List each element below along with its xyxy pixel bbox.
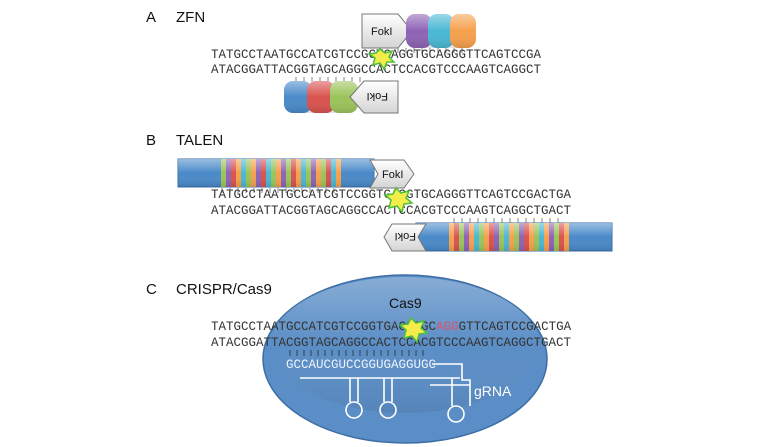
fokI-label-bottom: FokI	[367, 90, 388, 102]
talen-bottom-strand: ATACGGATTACGGTAGCAGGCCACTCCACGTCCCAAGTCA…	[211, 204, 572, 218]
guide-base-pairing	[289, 350, 424, 356]
panel-a-letter: A	[146, 9, 156, 26]
talen-top-contacts	[221, 188, 335, 193]
panel-c-letter: C	[146, 281, 157, 298]
grna-label: gRNA	[474, 383, 512, 399]
crispr-top-strand: TATGCCTAATGCCATCGTCCGGTGAGGTGCAGGGTTCAGT…	[211, 320, 572, 334]
cas9-cut-site	[398, 316, 429, 344]
fokI-domain-top	[361, 13, 413, 49]
fokI-label-top: FokI	[371, 26, 392, 38]
crispr-top-strand-post: GTTCAGTCCGACTGA	[459, 320, 572, 334]
grna-hairpin-loops	[345, 401, 465, 423]
cas9-label: Cas9	[389, 295, 422, 311]
talen-top-protein: FokI	[177, 158, 415, 189]
crispr-bottom-strand: ATACGGATTACGGTAGCAGGCCACTCCACGTCCCAAGTCA…	[211, 336, 572, 350]
panel-b-title: TALEN	[176, 132, 223, 149]
zfn-bottom-strand: ATACGGATTACGGTAGCAGGCCACTCCACGTCCCAAGTCA…	[211, 63, 542, 77]
zfn-top-protein: FokI	[361, 13, 476, 49]
pam-sequence: AGG	[436, 320, 459, 334]
talen-fokI-domain-top	[369, 159, 415, 189]
talen-fokI-label-top: FokI	[382, 169, 403, 181]
panel-c-crispr: C CRISPR/Cas9 Cas9 TATGCCTAATGCCATCGTCCG…	[146, 274, 572, 444]
zfn-bottom-protein: FokI	[284, 80, 399, 114]
guide-rna-sequence: GCCAUCGUCCGGUGAGGUGC	[286, 358, 436, 372]
zfn-top-contacts	[397, 48, 463, 53]
talen-bottom-protein: FokI	[383, 222, 613, 252]
panel-a-zfn: A ZFN FokI TATGCCTAATGCCATCGTCCGGTGAGGTG…	[146, 9, 542, 114]
talen-fokI-domain-bottom	[383, 223, 427, 252]
talen-cut-site	[383, 186, 414, 214]
talen-fokI-label-bottom: FokI	[395, 230, 416, 242]
zfn-cut-site	[366, 47, 396, 71]
talen-bottom-contacts	[453, 218, 559, 223]
crispr-top-strand-pre: TATGCCTAATGCCATCGTCCGGTGAGGTGC	[211, 320, 436, 334]
fokI-domain-bottom	[349, 80, 399, 114]
panel-a-title: ZFN	[176, 9, 205, 26]
panel-b-talen: B TALEN FokI	[146, 132, 613, 252]
panel-b-letter: B	[146, 132, 156, 149]
grna-scaffold	[300, 363, 471, 406]
panel-c-title: CRISPR/Cas9	[176, 281, 272, 298]
